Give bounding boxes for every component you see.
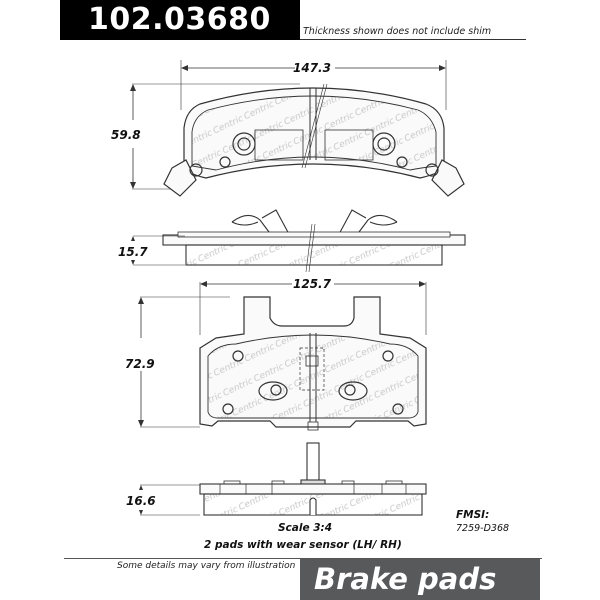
inner-pad-edge-view [139, 442, 427, 516]
category-label: Brake pads [314, 562, 497, 596]
fmsi-label: FMSI: [456, 509, 490, 521]
inner-pad-thickness-dim: 16.6 [126, 494, 156, 508]
inner-pad-width-dim: 125.7 [293, 277, 331, 291]
outer-pad-view [130, 60, 465, 197]
outer-pad-height-dim: 59.8 [111, 128, 141, 142]
outer-pad-thickness-dim: 15.7 [118, 245, 148, 259]
shim-note: Thickness shown does not include shim [303, 26, 492, 37]
footer-divider [64, 558, 542, 559]
header-divider [300, 39, 526, 40]
category-banner: Brake pads [300, 559, 540, 600]
fmsi-value: 7259-D368 [456, 523, 510, 534]
outer-pad-width-dim: 147.3 [293, 61, 331, 75]
inner-pad-height-dim: 72.9 [125, 357, 155, 371]
illustration-disclaimer: Some details may vary from illustration [117, 561, 296, 571]
pads-note-caption: 2 pads with wear sensor (LH/ RH) [204, 539, 402, 551]
outer-pad-edge-view [131, 209, 466, 273]
scale-caption: Scale 3:4 [278, 522, 333, 534]
part-number: 102.03680 [88, 2, 271, 37]
inner-pad-view [138, 281, 427, 431]
part-number-banner: 102.03680 [60, 0, 300, 40]
